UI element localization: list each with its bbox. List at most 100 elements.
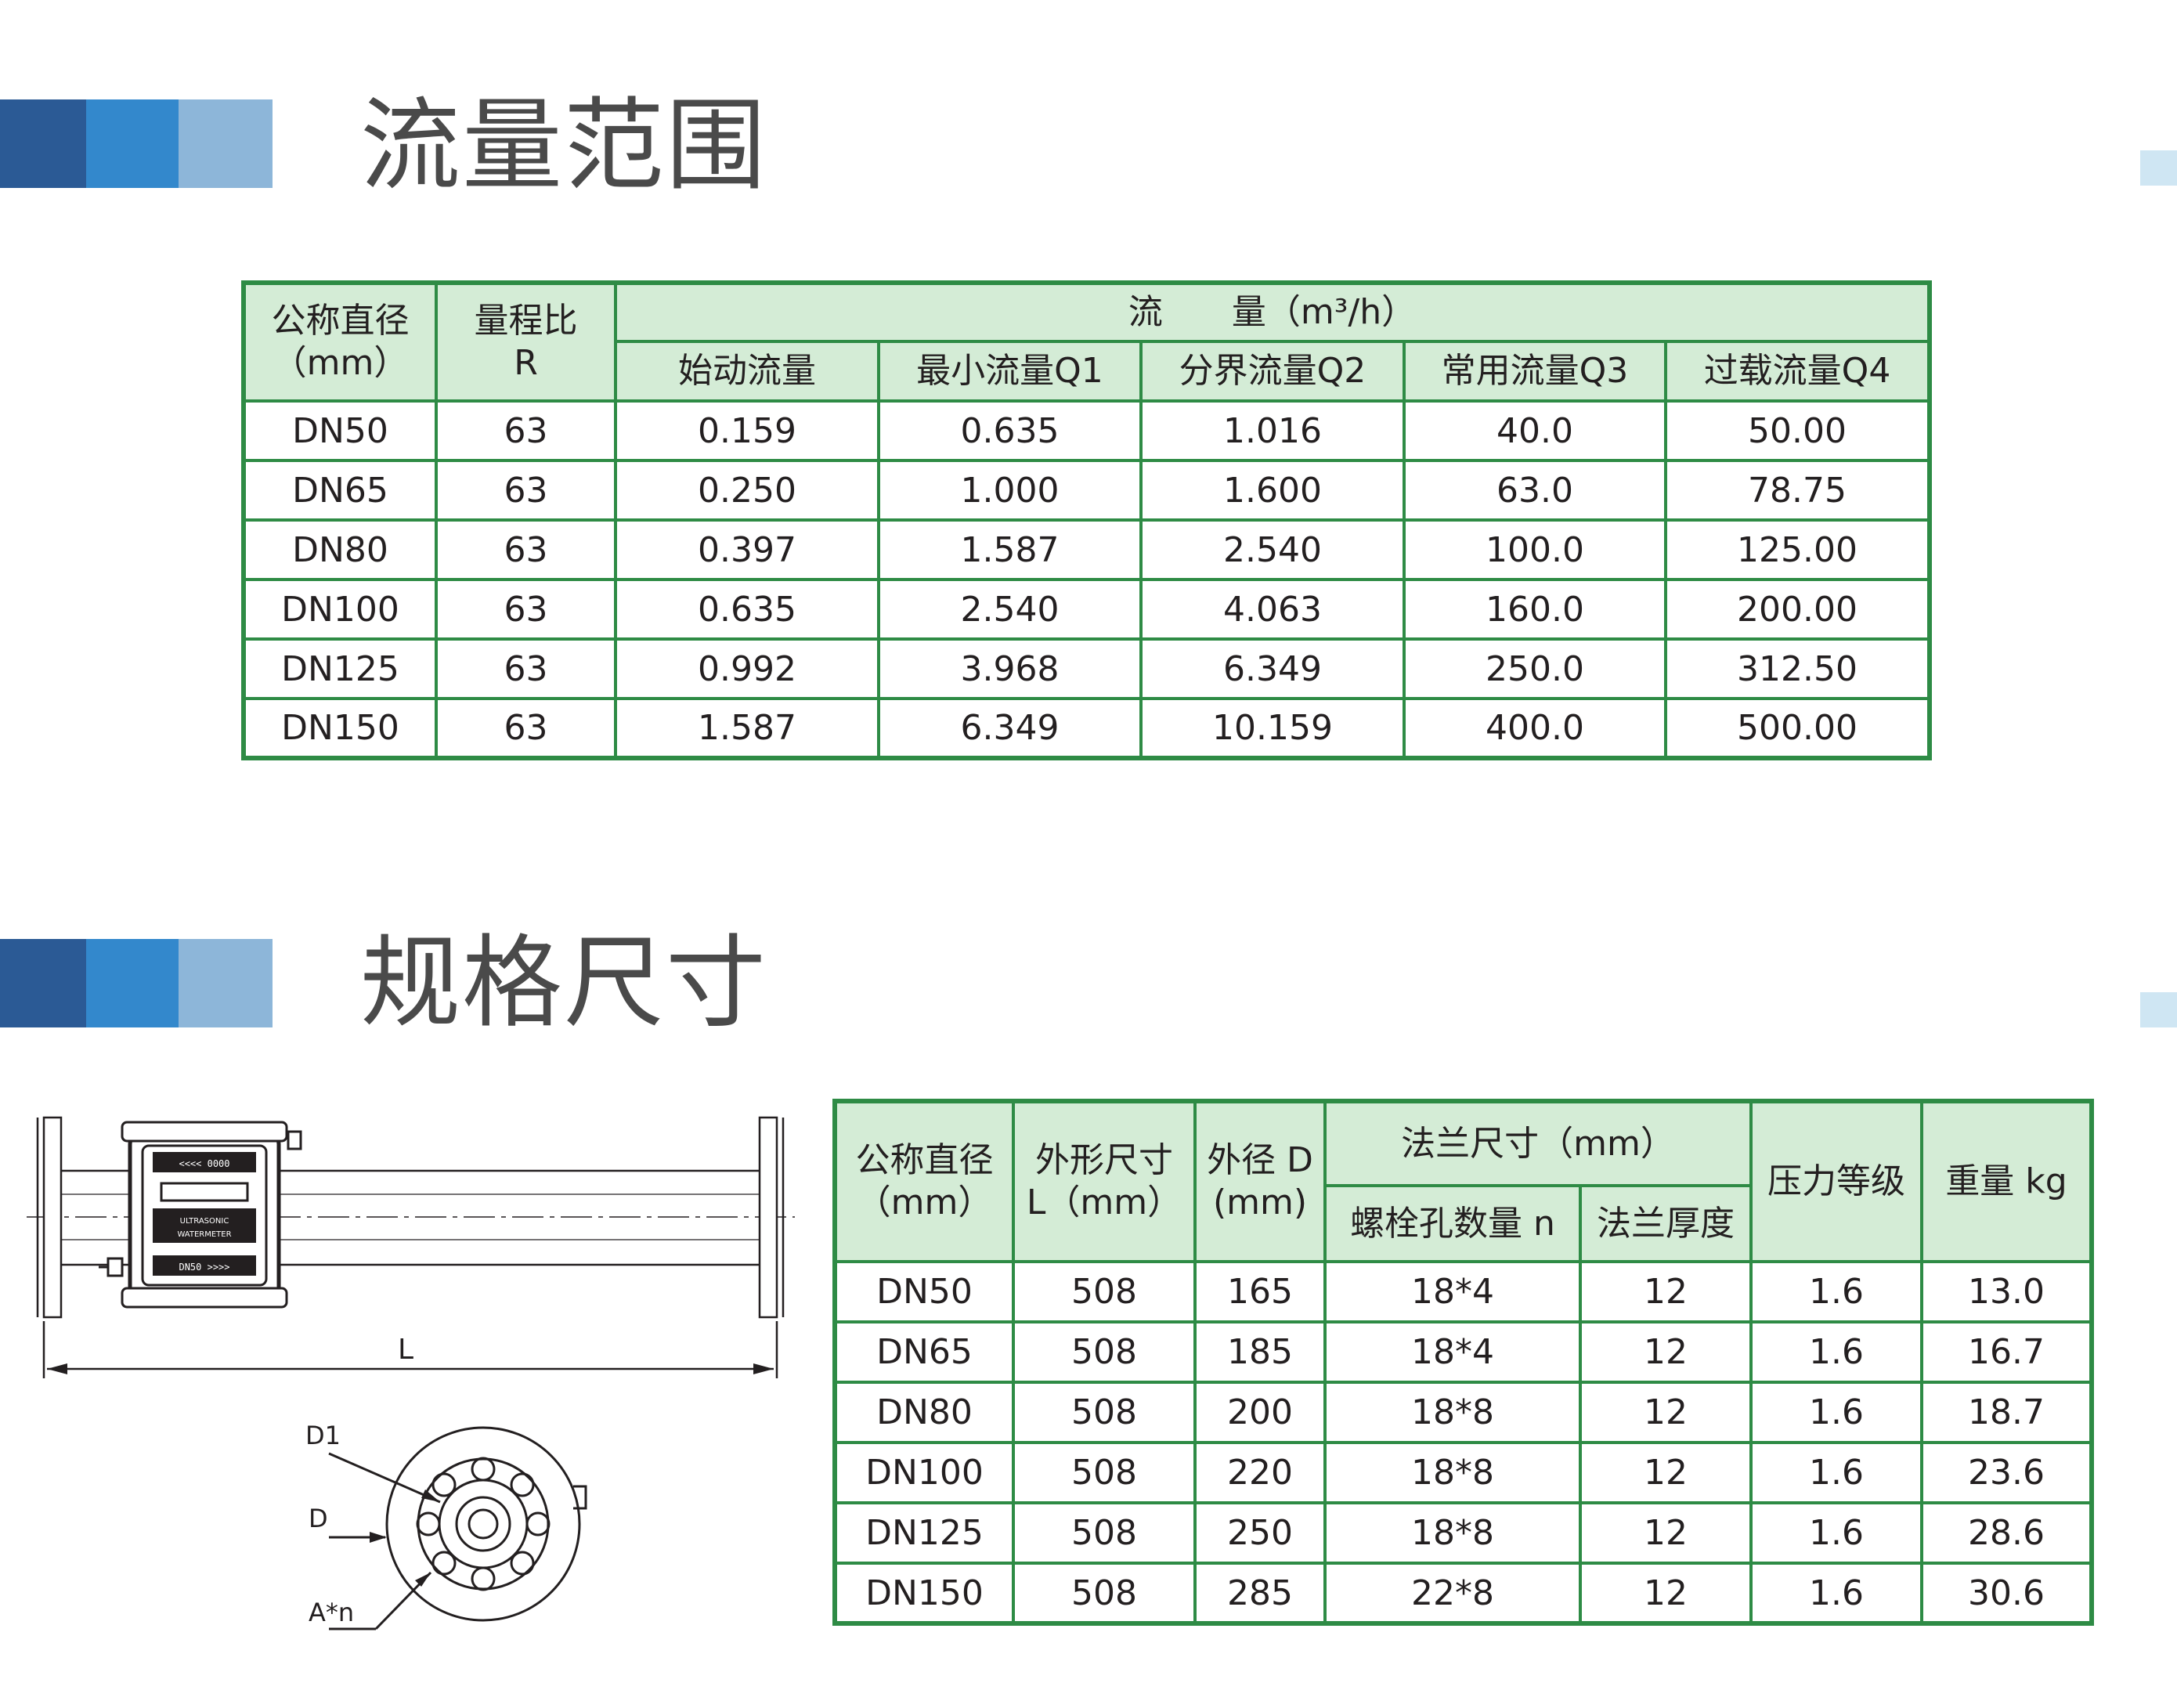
- label-bolt-holes: A*n: [309, 1598, 354, 1627]
- section-title-flow: 流量范围: [360, 88, 768, 204]
- table-cell: 30.6: [1920, 1562, 2094, 1625]
- header-nominal-line2: （mm）: [856, 1183, 993, 1222]
- table-cell: 2.540: [877, 578, 1143, 641]
- header-nominal-diameter: 公称直径 （mm）: [833, 1100, 1015, 1263]
- header-nominal-line2: （mm）: [272, 343, 409, 383]
- table-cell: DN150: [833, 1562, 1015, 1625]
- table-cell: 16.7: [1920, 1320, 2094, 1384]
- table-cell: 63: [435, 578, 617, 641]
- table-cell: 18*8: [1323, 1381, 1582, 1444]
- table-cell: DN100: [242, 578, 438, 641]
- table-cell: 160.0: [1403, 578, 1667, 641]
- accent-band-light: [179, 99, 273, 188]
- table-cell: 0.992: [614, 637, 880, 700]
- table-cell: 12: [1578, 1441, 1753, 1504]
- table-cell: 18*4: [1323, 1260, 1582, 1323]
- header-ratio-line2: R: [514, 343, 538, 383]
- table-cell: 165: [1193, 1260, 1327, 1323]
- table-cell: 0.635: [614, 578, 880, 641]
- table-cell: 4.063: [1139, 578, 1406, 641]
- table-cell: DN65: [833, 1320, 1015, 1384]
- table-cell: 1.587: [614, 697, 880, 760]
- table-cell: DN125: [242, 637, 438, 700]
- table-cell: 285: [1193, 1562, 1327, 1625]
- header-pressure-rating: 压力等级: [1749, 1100, 1924, 1263]
- table-cell: 125.00: [1663, 518, 1932, 581]
- header-ratio-line1: 量程比: [474, 301, 578, 341]
- header-nominal-diameter: 公称直径 （mm）: [242, 281, 438, 403]
- flow-range-table: 公称直径 （mm） 量程比 R 流 量（m³/h） 始动流量 最小流量Q1 分界…: [241, 280, 1933, 760]
- table-cell: DN80: [833, 1381, 1015, 1444]
- table-cell: 508: [1012, 1260, 1197, 1323]
- table-cell: 200.00: [1663, 578, 1932, 641]
- header-overall-length: 外形尺寸 L（mm）: [1012, 1100, 1197, 1263]
- dimensions-table: 公称直径 （mm） 外形尺寸 L（mm） 外径 D (mm) 法兰尺寸（mm） …: [832, 1099, 2095, 1626]
- table-cell: 18*8: [1323, 1501, 1582, 1565]
- header-min-flow-q1: 最小流量Q1: [877, 340, 1143, 403]
- table-cell: 250.0: [1403, 637, 1667, 700]
- length-label: L: [398, 1334, 413, 1366]
- table-cell: 1.6: [1749, 1381, 1924, 1444]
- label-d1: D1: [305, 1421, 341, 1450]
- table-cell: 0.250: [614, 459, 880, 522]
- meter-label-top: <<<< 0000: [179, 1158, 229, 1169]
- header-length-line1: 外形尺寸: [1035, 1140, 1173, 1181]
- table-cell: 63: [435, 697, 617, 760]
- table-cell: 1.600: [1139, 459, 1406, 522]
- table-cell: 40.0: [1403, 399, 1667, 462]
- table-cell: 23.6: [1920, 1441, 2094, 1504]
- table-cell: 6.349: [877, 697, 1143, 760]
- table-cell: 0.635: [877, 399, 1143, 462]
- meter-label-mid: ULTRASONIC: [180, 1217, 229, 1226]
- table-cell: 3.968: [877, 637, 1143, 700]
- header-bolt-hole-count: 螺栓孔数量 n: [1323, 1184, 1582, 1263]
- flange-end-view-drawing: D1 D A*n: [305, 1421, 587, 1630]
- table-cell: 0.397: [614, 518, 880, 581]
- table-cell: 22*8: [1323, 1562, 1582, 1625]
- section-title-spec: 规格尺寸: [360, 925, 768, 1042]
- table-cell: 508: [1012, 1381, 1197, 1444]
- table-cell: 18*4: [1323, 1320, 1582, 1384]
- header-od-line2: (mm): [1212, 1183, 1308, 1222]
- table-cell: 12: [1578, 1562, 1753, 1625]
- table-cell: 63: [435, 399, 617, 462]
- table-cell: 18*8: [1323, 1441, 1582, 1504]
- table-cell: 1.6: [1749, 1562, 1924, 1625]
- header-nominal-line1: 公称直径: [271, 301, 410, 341]
- table-cell: 12: [1578, 1501, 1753, 1565]
- table-cell: 28.6: [1920, 1501, 2094, 1565]
- table-cell: 63: [435, 459, 617, 522]
- table-cell: 2.540: [1139, 518, 1406, 581]
- header-outer-diameter: 外径 D (mm): [1193, 1100, 1327, 1263]
- table-cell: 220: [1193, 1441, 1327, 1504]
- accent-band-dark: [0, 99, 86, 188]
- header-permanent-flow-q3: 常用流量Q3: [1403, 340, 1667, 403]
- table-cell: DN100: [833, 1441, 1015, 1504]
- table-cell: 12: [1578, 1260, 1753, 1323]
- header-flange-group: 法兰尺寸（mm）: [1323, 1100, 1753, 1187]
- table-cell: 508: [1012, 1320, 1197, 1384]
- table-cell: 13.0: [1920, 1260, 2094, 1323]
- table-cell: 508: [1012, 1562, 1197, 1625]
- table-cell: 1.6: [1749, 1501, 1924, 1565]
- table-cell: DN50: [242, 399, 438, 462]
- table-cell: 1.587: [877, 518, 1143, 581]
- accent-band-mid: [86, 99, 179, 188]
- table-cell: 0.159: [614, 399, 880, 462]
- header-weight: 重量 kg: [1920, 1100, 2094, 1263]
- accent-band-dark: [0, 939, 86, 1027]
- table-cell: 12: [1578, 1320, 1753, 1384]
- table-cell: DN80: [242, 518, 438, 581]
- table-cell: DN125: [833, 1501, 1015, 1565]
- meter-label-mid2: WATERMETER: [177, 1230, 231, 1239]
- table-cell: 1.000: [877, 459, 1143, 522]
- table-cell: 250: [1193, 1501, 1327, 1565]
- header-start-flow: 始动流量: [614, 340, 880, 403]
